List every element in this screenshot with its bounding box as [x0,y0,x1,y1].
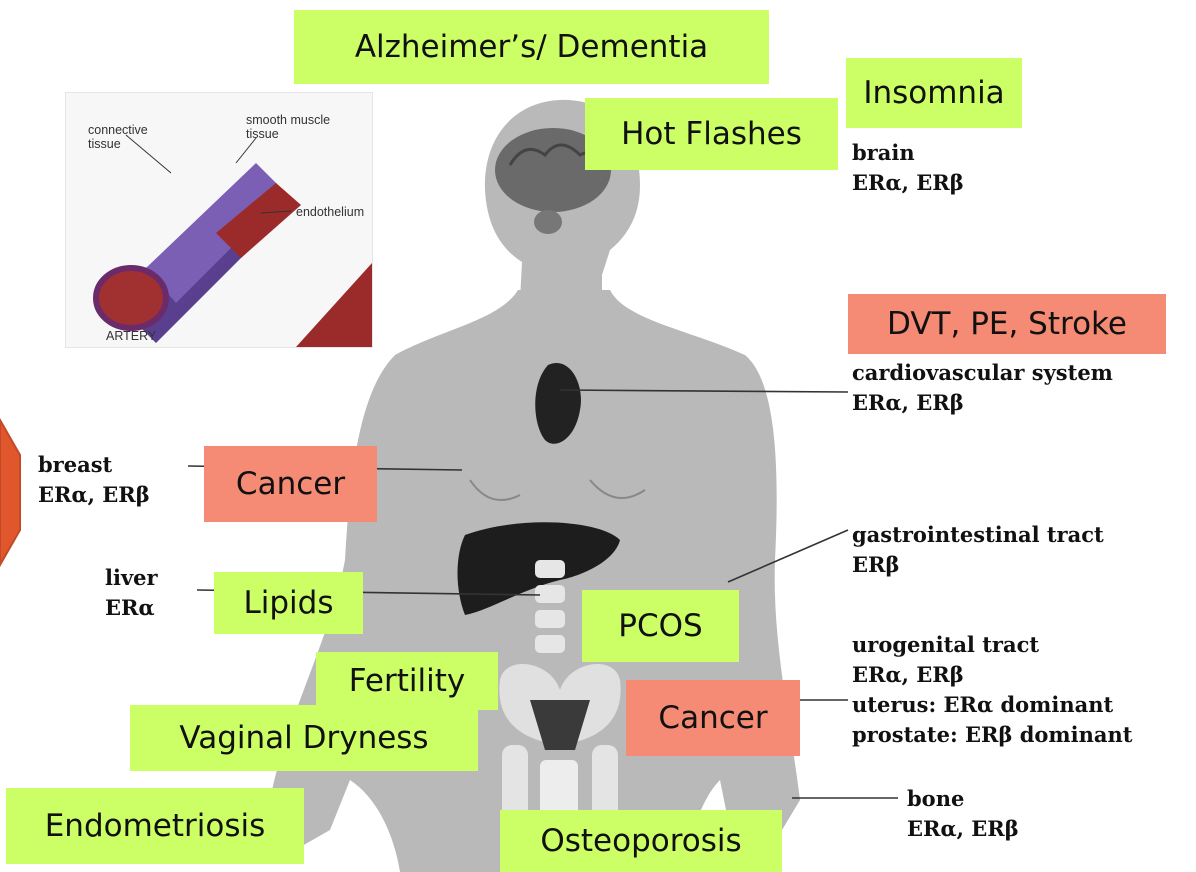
smooth-pointer [236,138,256,163]
artery-lumen [96,268,166,328]
organ-bone-name: bone [907,784,1019,814]
tag-fertility: Fertility [316,652,498,710]
tag-uterine-cancer: Cancer [626,680,800,756]
organ-gi-name: gastrointestinal tract [852,520,1104,550]
organ-breast-name: breast [38,450,150,480]
tag-pcos: PCOS [582,590,739,662]
organ-urogenital: urogenital tract ERα, ERβ uterus: ERα do… [852,630,1132,750]
organ-uterus-note: uterus: ERα dominant [852,690,1132,720]
tag-vaginal-dryness: Vaginal Dryness [130,705,478,771]
organ-liver-name: liver [105,563,158,593]
organ-urogenital-receptors: ERα, ERβ [852,660,1132,690]
organ-cardiovascular: cardiovascular system ERα, ERβ [852,358,1113,418]
tag-hot-flashes: Hot Flashes [585,98,838,170]
artery-corner-detail [296,263,372,347]
organ-cardiovascular-name: cardiovascular system [852,358,1113,388]
artery-inset: connective tissue smooth muscle tissue e… [65,92,373,348]
tag-osteoporosis: Osteoporosis [500,810,782,872]
organ-urogenital-name: urogenital tract [852,630,1132,660]
organ-breast-receptors: ERα, ERβ [38,480,150,510]
brainstem [534,210,562,234]
organ-gi-receptors: ERβ [852,550,1104,580]
organ-brain-name: brain [852,138,964,168]
label-endothelium: endothelium [296,205,364,219]
label-connective-tissue: connective tissue [88,123,148,151]
organ-bone-receptors: ERα, ERβ [907,814,1019,844]
tag-insomnia: Insomnia [846,58,1022,128]
organ-brain: brain ERα, ERβ [852,138,964,198]
organ-brain-receptors: ERα, ERβ [852,168,964,198]
organ-cardiovascular-receptors: ERα, ERβ [852,388,1113,418]
tag-lipids: Lipids [214,572,363,634]
tag-dvt-pe-stroke: DVT, PE, Stroke [848,294,1166,354]
tag-endometriosis: Endometriosis [6,788,304,864]
organ-bone: bone ERα, ERβ [907,784,1019,844]
orange-arrow-icon [0,420,20,565]
tag-breast-cancer: Cancer [204,446,377,522]
label-artery: ARTERY [106,329,156,343]
organ-breast: breast ERα, ERβ [38,450,150,510]
organ-liver: liver ERα [105,563,158,623]
organ-gastrointestinal: gastrointestinal tract ERβ [852,520,1104,580]
tag-alzheimers: Alzheimer’s/ Dementia [294,10,769,84]
organ-liver-receptors: ERα [105,593,158,623]
label-smooth-muscle: smooth muscle tissue [246,113,330,141]
organ-prostate-note: prostate: ERβ dominant [852,720,1132,750]
